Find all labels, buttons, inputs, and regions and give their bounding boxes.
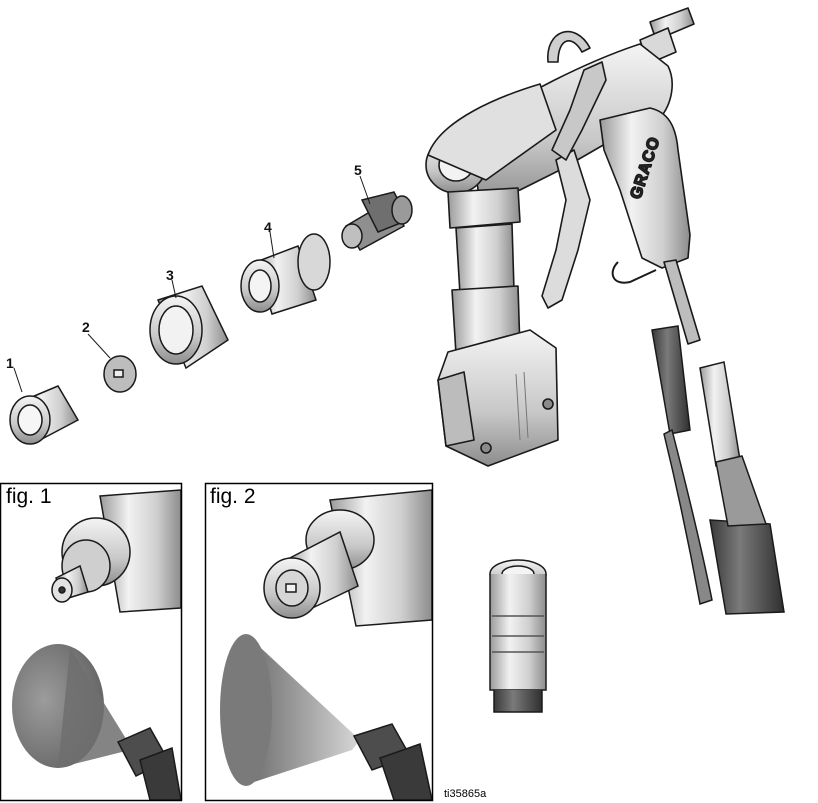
safety-clip — [611, 261, 657, 284]
part-4-spacer — [240, 233, 331, 315]
coupling-fitting — [699, 361, 741, 467]
gun-hook — [547, 30, 591, 63]
part-1-ring — [9, 385, 80, 445]
fig-2-label: fig. 2 — [210, 485, 256, 508]
callout-3: 3 — [166, 267, 174, 283]
air-tube — [663, 259, 701, 345]
trigger — [541, 149, 591, 309]
spray-gun: GRACO — [425, 7, 701, 467]
fluid-tube-collar — [447, 187, 521, 229]
callout-1: 1 — [6, 355, 14, 371]
callout-5: 5 — [354, 162, 362, 178]
inset-frame-fig-2 — [204, 482, 434, 802]
hose-assembly — [651, 325, 785, 615]
part-callouts: 1 2 3 4 5 — [6, 162, 362, 371]
quick-coupler — [489, 559, 547, 713]
cone-spray-pattern — [248, 636, 360, 784]
gun-handle — [599, 107, 691, 269]
trigger-pivot — [551, 61, 607, 161]
part-3-sleeve — [149, 285, 229, 370]
figure-id: ti35865a — [444, 788, 487, 800]
part-5-tip — [341, 191, 413, 252]
fig-1-label: fig. 1 — [6, 485, 52, 508]
leader-lines — [13, 175, 371, 393]
inset-frame-fig-1 — [0, 482, 183, 802]
inset-fig-2: fig. 2 — [204, 482, 434, 802]
callout-2: 2 — [82, 319, 90, 335]
black-fitting — [651, 325, 691, 435]
callout-4: 4 — [264, 219, 272, 235]
inset-fig-1: fig. 1 — [0, 482, 183, 802]
part-2-disc — [103, 355, 137, 393]
main-hose — [709, 519, 785, 615]
